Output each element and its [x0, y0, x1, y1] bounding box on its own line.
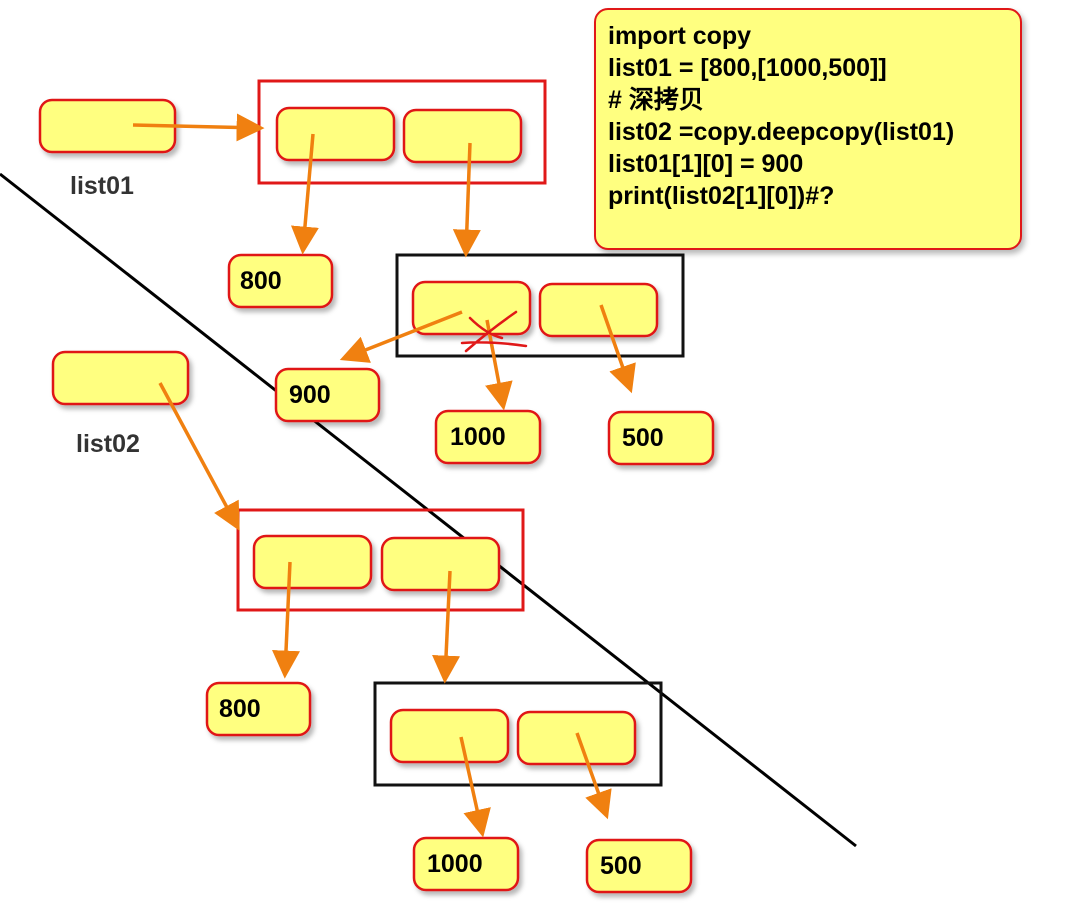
list01-value-800-box [227, 253, 334, 309]
list01-inner-cell-1 [538, 282, 659, 338]
list02-inner-cell-1 [516, 710, 637, 766]
arrow-list02-to-outer [158, 382, 240, 531]
list02-outer-cell-1 [380, 536, 501, 592]
code-line-deepcopy: list02 =copy.deepcopy(list01) [608, 118, 955, 146]
list02-variable-box [51, 350, 190, 406]
code-line-list01-assign: list01 = [800,[1000,500]] [608, 54, 887, 82]
list02-value-800-box [205, 681, 312, 737]
arrow-list02-outer1-to-inner [432, 570, 461, 684]
arrow-list02-inner0-to-1000 [459, 736, 491, 838]
list02-inner-cell-0 [389, 708, 510, 764]
list02-inner-list-frame [373, 681, 663, 787]
arrow-outer1-to-inner [452, 142, 481, 258]
arrow-list02-outer0-to-800 [272, 561, 300, 679]
list02-outer-cell-0 [252, 534, 373, 590]
list02-label: list02 [76, 430, 140, 458]
code-line-import: import copy [608, 22, 752, 50]
list01-inner-list-frame [395, 253, 685, 358]
list01-value-500-text: 500 [622, 424, 664, 452]
list01-value-1000-text: 1000 [450, 423, 506, 451]
list02-value-1000-box [412, 836, 520, 892]
list01-outer-cell-1 [402, 108, 523, 164]
list01-value-500-box [607, 410, 715, 466]
list01-value-1000-box [434, 409, 542, 465]
cross-mark [460, 310, 528, 353]
list02-value-800-text: 800 [219, 695, 261, 723]
arrow-inner1-to-500 [599, 304, 636, 394]
code-line-print: print(list02[1][0])#? [608, 182, 835, 210]
list02-value-500-text: 500 [600, 852, 642, 880]
list01-value-900-box [274, 367, 381, 423]
list01-value-900-text: 900 [289, 381, 331, 409]
arrow-list01-to-outer [132, 113, 265, 142]
list02-value-1000-text: 1000 [427, 850, 483, 878]
arrow-inner0-to-900 [339, 310, 463, 363]
list01-label: list01 [70, 172, 134, 200]
code-snippet-box: import copy list01 = [800,[1000,500]] # … [594, 8, 1022, 250]
list02-outer-list-frame [236, 508, 525, 612]
list01-value-800-text: 800 [240, 267, 282, 295]
code-line-comment: # 深拷贝 [608, 86, 704, 114]
list02-value-500-box [585, 838, 693, 894]
arrow-outer0-to-800 [290, 133, 319, 255]
list01-outer-cell-0 [275, 106, 396, 162]
code-line-modify: list01[1][0] = 900 [608, 150, 804, 178]
arrow-list02-inner1-to-500 [575, 732, 612, 820]
